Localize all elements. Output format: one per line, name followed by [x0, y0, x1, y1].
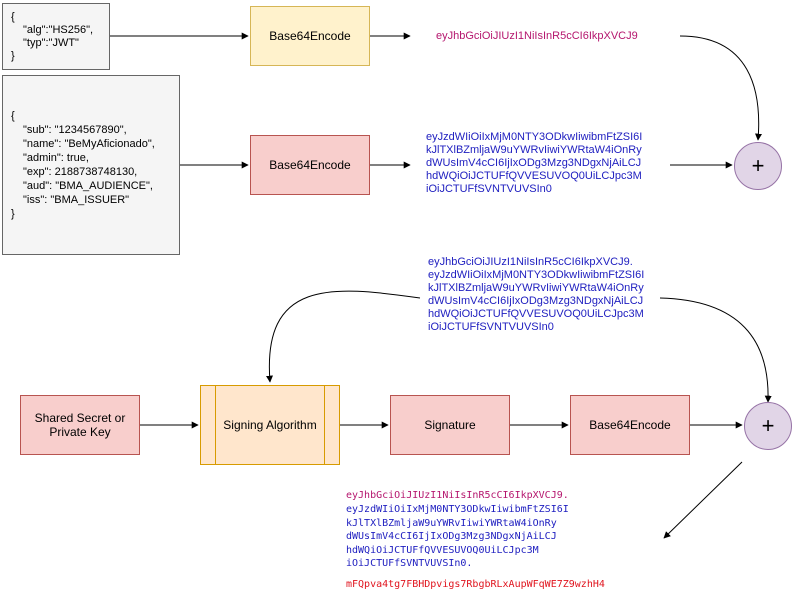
shared-secret-box: Shared Secret or Private Key [20, 395, 140, 455]
signing-algorithm-label: Signing Algorithm [223, 418, 317, 432]
encoded-header-text: eyJhbGciOiJIUzI1NiIsInR5cCI6IkpXVCJ9 [436, 30, 638, 42]
base64-encode-signature-box: Base64Encode [570, 395, 690, 455]
concat-plus-1: + [734, 142, 782, 190]
signing-algorithm-box: Signing Algorithm [200, 385, 340, 465]
signing-inner-line-left [215, 386, 216, 464]
arrow-combined-to-signing [266, 290, 421, 383]
signature-box: Signature [390, 395, 510, 455]
final-token-payload: eyJzdWIiOiIxMjM0NTY3ODkwIiwibmFtZSI6I kJ… [346, 504, 569, 569]
encoded-combined-text: eyJhbGciOiJIUzI1NiIsInR5cCI6IkpXVCJ9. ey… [428, 256, 645, 333]
json-line: "alg":"HS256", [23, 24, 94, 36]
base64-encode-header-box: Base64Encode [250, 6, 370, 66]
json-line: "sub": "1234567890", [23, 124, 127, 136]
json-line: "typ":"JWT" [23, 37, 79, 49]
final-token-signature: mFQpva4tg7FBHDpvigs7RbgbRLxAupWFqWE7Z9wz… [346, 579, 605, 590]
signing-inner-line-right [324, 386, 325, 464]
json-line: "exp": 2188738748130, [23, 166, 138, 178]
final-token-header: eyJhbGciOiJIUzI1NiIsInR5cCI6IkpXVCJ9. [346, 490, 569, 501]
arrow-header-to-plus [679, 35, 762, 141]
header-json-box: { "alg":"HS256", "typ":"JWT" } [2, 3, 110, 70]
payload-json-box: { "sub": "1234567890", "name": "BeMyAfic… [2, 75, 180, 255]
json-line: { [11, 11, 15, 23]
json-line: } [11, 50, 15, 62]
arrow-combined-to-plus [659, 297, 772, 403]
json-line: "aud": "BMA_AUDIENCE", [23, 180, 153, 192]
base64-encode-payload-box: Base64Encode [250, 135, 370, 195]
json-line: } [11, 208, 15, 220]
json-line: "admin": true, [23, 152, 89, 164]
json-line: { [11, 110, 15, 122]
arrow-plus-to-token [663, 461, 743, 539]
encoded-payload-text: eyJzdWIiOiIxMjM0NTY3ODkwIiwibmFtZSI6I kJ… [426, 131, 643, 195]
concat-plus-2: + [744, 402, 792, 450]
json-line: "name": "BeMyAficionado", [23, 138, 155, 150]
json-line: "iss": "BMA_ISSUER" [23, 194, 130, 206]
